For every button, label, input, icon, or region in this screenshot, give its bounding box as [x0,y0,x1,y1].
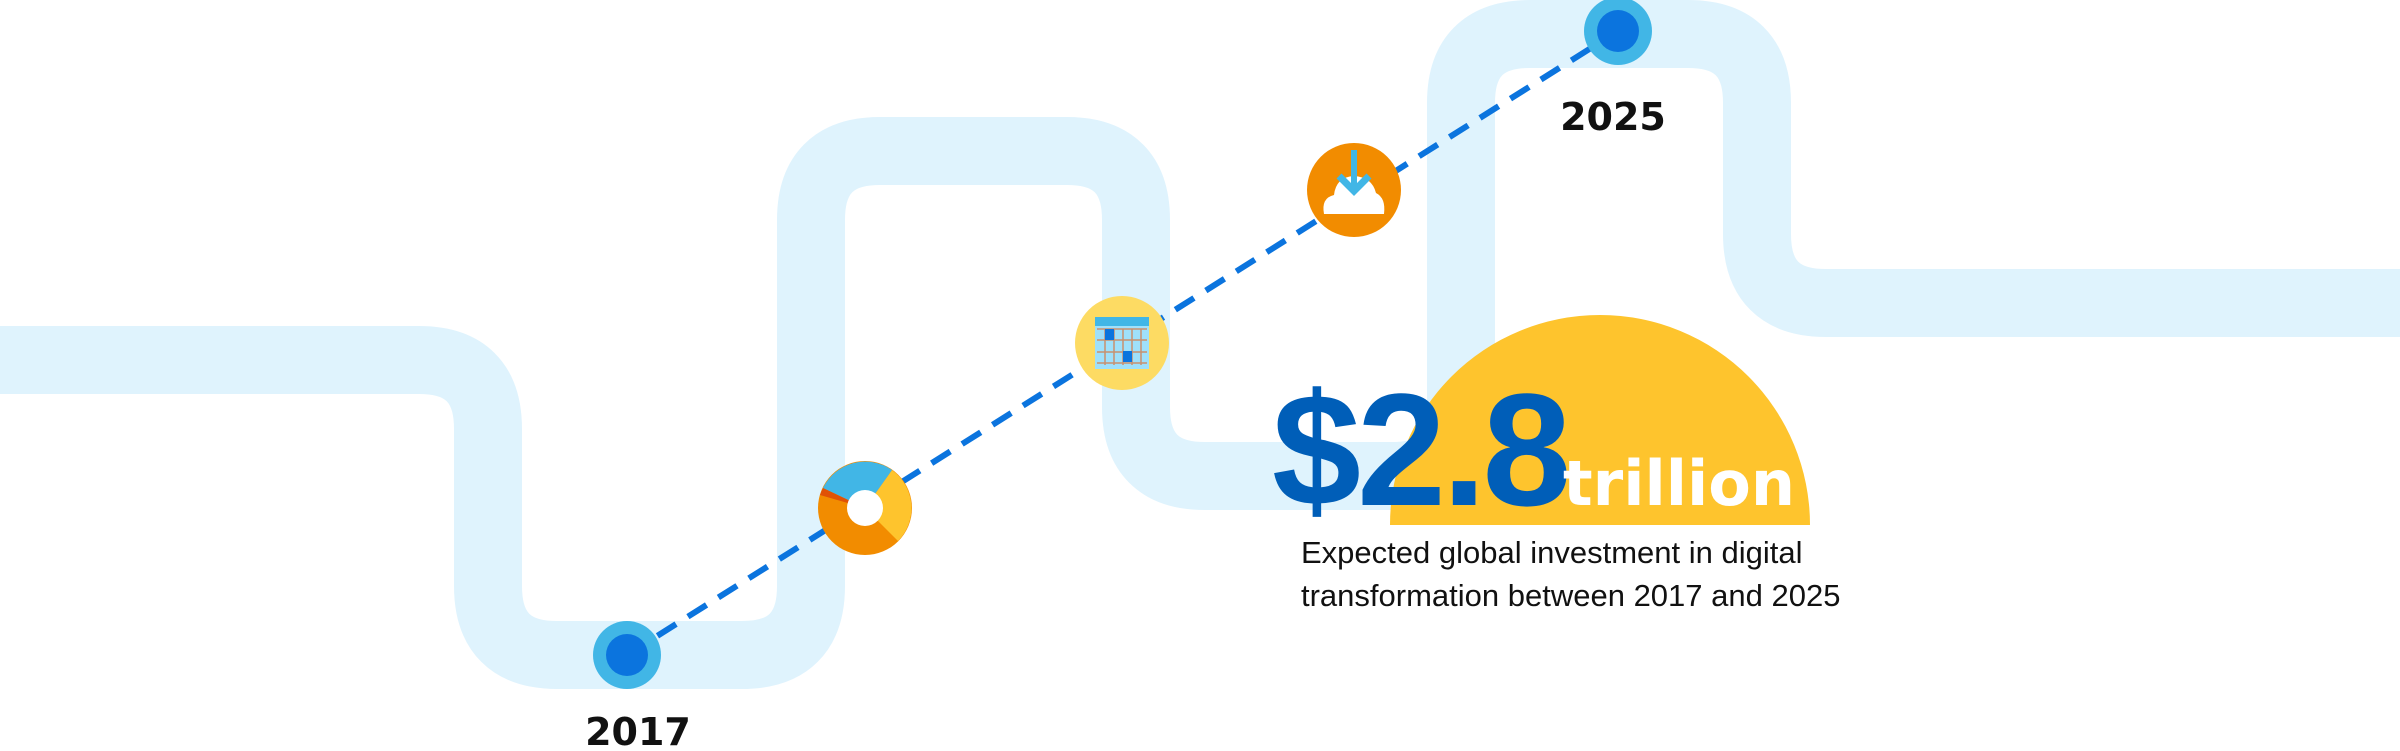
calendar-icon [1075,296,1169,390]
stat-description-line1: Expected global investment in digital [1301,535,1802,570]
end-dot [1584,0,1652,65]
stat-value: $2.8 [1272,360,1567,539]
stat-semicircle [1390,315,1810,525]
end-year-label: 2025 [1560,95,1666,139]
donut-chart-icon [818,461,912,555]
winding-path [0,0,2400,689]
start-dot [593,621,661,689]
start-year-label: 2017 [585,710,691,751]
cloud-download-icon [1307,143,1401,237]
stat-description-line2: transformation between 2017 and 2025 [1301,578,1840,613]
stat-unit: trillion [1563,447,1795,520]
